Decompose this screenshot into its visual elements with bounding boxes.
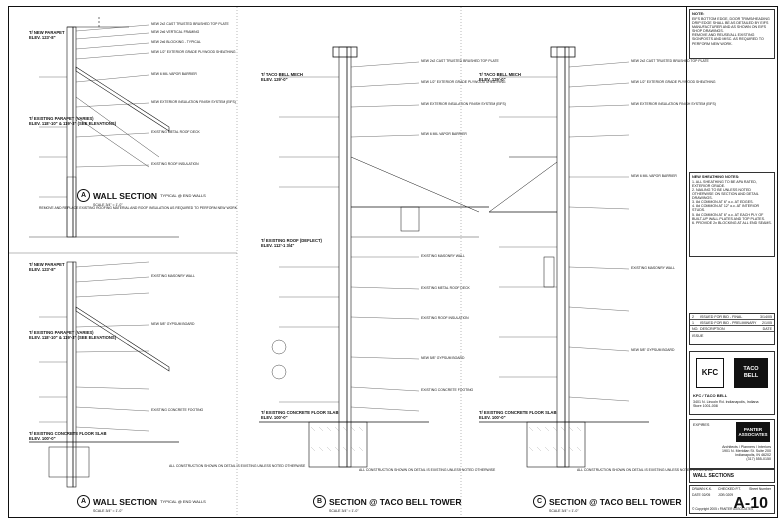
callout-label: NEW 6 MIL VAPOR BARRIER — [151, 72, 197, 76]
table-row: NO. DESCRIPTION DATE — [690, 327, 774, 332]
callout-label: NEW 2x2 CAST TRUSTED BRUSHED TOP PLATE — [631, 59, 709, 63]
section-scale: SCALE 3/4" = 1'-0" — [93, 509, 123, 513]
callout-label: NEW EXTERIOR INSULATION FINISH SYSTEM (E… — [151, 100, 236, 104]
callout-label: NEW 2x6 BLOCKING - TYPICAL — [151, 40, 201, 44]
callout-label: NEW 5/8" GYPSUM BOARD — [631, 348, 675, 352]
callout-label: EXISTING METAL ROOF DECK — [421, 286, 470, 290]
callout-label: NEW 6 MIL VAPOR BARRIER — [631, 174, 677, 178]
section-linework — [9, 7, 649, 516]
issue-header: ISSUE — [692, 334, 704, 338]
callout-label: NEW 1/2" EXTERIOR GRADE PLYWOOD SHEATHIN… — [151, 50, 236, 54]
callout-label: NEW 6 MIL VAPOR BARRIER — [421, 132, 467, 136]
taco-bell-logo: TACO BELL — [734, 358, 768, 388]
sheathing-notes: NEW SHEATHING NOTES: 1. ALL SHEATHING TO… — [689, 172, 775, 257]
section-bubble: A — [77, 189, 90, 202]
elevation-existing-parapet: T/ EXISTING PARAPET (VARIES)ELEV. 118'-1… — [29, 116, 117, 126]
elevation-tower-roof-b: T/ EXISTING ROOF (DEFLECT)ELEV. 112'-1 3… — [261, 238, 322, 248]
section-title-b: B SECTION @ TACO BELL TOWER — [313, 495, 462, 508]
callout-label: NEW 5/8" GYPSUM BOARD — [421, 356, 465, 360]
table-row: 2 ISSUED FOR BID - FINAL 3/14/05 — [690, 315, 774, 320]
section-scale: SCALE 3/4" = 1'-0" — [549, 509, 579, 513]
callout-note: ALL CONSTRUCTION SHOWN ON DETAIL IS EXIS… — [169, 464, 306, 468]
section-scale: SCALE 3/4" = 1'-0" — [329, 509, 359, 513]
section-scale: SCALE 3/4" = 1'-0" — [93, 203, 123, 207]
callout-label: EXISTING ROOF INSULATION — [421, 316, 469, 320]
callout-label: EXISTING METAL ROOF DECK — [151, 130, 200, 134]
section-bubble: A — [77, 495, 90, 508]
copyright: © Copyright 2005 • PANTER ASSOCIATES — [692, 507, 754, 512]
callout-label: NEW 2x6 VERTICAL FRAMING — [151, 30, 200, 34]
callout-label: NEW 2x2 CAST TRUSTED BRUSHED TOP PLATE — [151, 22, 229, 26]
callout-label: EXISTING CONCRETE FOOTING — [151, 408, 204, 412]
section-title-c: C SECTION @ TACO BELL TOWER — [533, 495, 682, 508]
section-title-a-upper: A WALL SECTION TYPICAL @ END WALLS — [77, 189, 206, 202]
client-logo-box: KFC TACO BELL KFC / TACO BELL 3401 N. Li… — [689, 351, 775, 415]
callout-label: EXISTING MASONRY WALL — [151, 274, 195, 278]
issue-table: 2 ISSUED FOR BID - FINAL 3/14/05 1 ISSUE… — [689, 313, 775, 345]
sheet-number: A-10 — [733, 495, 768, 512]
section-bubble: B — [313, 495, 326, 508]
callout-label: NEW 5/8" GYPSUM BOARD — [151, 322, 195, 326]
callout-note: ALL CONSTRUCTION SHOWN ON DETAIL IS EXIS… — [359, 468, 496, 472]
section-title-a-lower: A WALL SECTION TYPICAL @ END WALLS — [77, 495, 206, 508]
kfc-logo: KFC — [696, 358, 724, 388]
title-block: NOTE: EIFS BOTTOM EDGE, DOOR TRIMS/HEADI… — [686, 7, 777, 516]
callout-label: NEW 1/2" EXTERIOR GRADE PLYWOOD SHEATHIN… — [421, 80, 506, 84]
callout-note: ALL CONSTRUCTION SHOWN ON DETAIL IS EXIS… — [577, 468, 714, 472]
callout-label: EXISTING MASONRY WALL — [421, 254, 465, 258]
callout-label: EXISTING CONCRETE FOOTING — [421, 388, 474, 392]
callout-label: EXISTING ROOF INSULATION — [151, 162, 199, 166]
table-row: 1 ISSUED FOR BID - PRELIMINARY 2/1/05 — [690, 321, 774, 326]
section-bubble: C — [533, 495, 546, 508]
architect-box: EXPIRES PANTER ASSOCIATES Architects / P… — [689, 419, 775, 469]
panter-logo: PANTER ASSOCIATES — [736, 422, 770, 442]
callout-label: EXISTING MASONRY WALL — [631, 266, 675, 270]
callout-label: NEW 2x2 CAST TRUSTED BRUSHED TOP PLATE — [421, 59, 499, 63]
elevation-existing-parapet-lower: T/ EXISTING PARAPET (VARIES)ELEV. 118'-1… — [29, 330, 117, 340]
callout-label: NEW EXTERIOR INSULATION FINISH SYSTEM (E… — [421, 102, 506, 106]
sheet-number-box: DRAWN K.K. DATE 02/05 CHECKED P.T. JOB 0… — [689, 485, 775, 514]
callout-label: NEW EXTERIOR INSULATION FINISH SYSTEM (E… — [631, 102, 716, 106]
callout-label: REMOVE AND REPLACE EXISTING ROOFING MATE… — [39, 206, 237, 210]
callout-label: NEW 1/2" EXTERIOR GRADE PLYWOOD SHEATHIN… — [631, 80, 716, 84]
general-notes: NOTE: EIFS BOTTOM EDGE, DOOR TRIMS/HEADI… — [689, 9, 775, 59]
sheet-title: WALL SECTIONS — [689, 469, 775, 483]
